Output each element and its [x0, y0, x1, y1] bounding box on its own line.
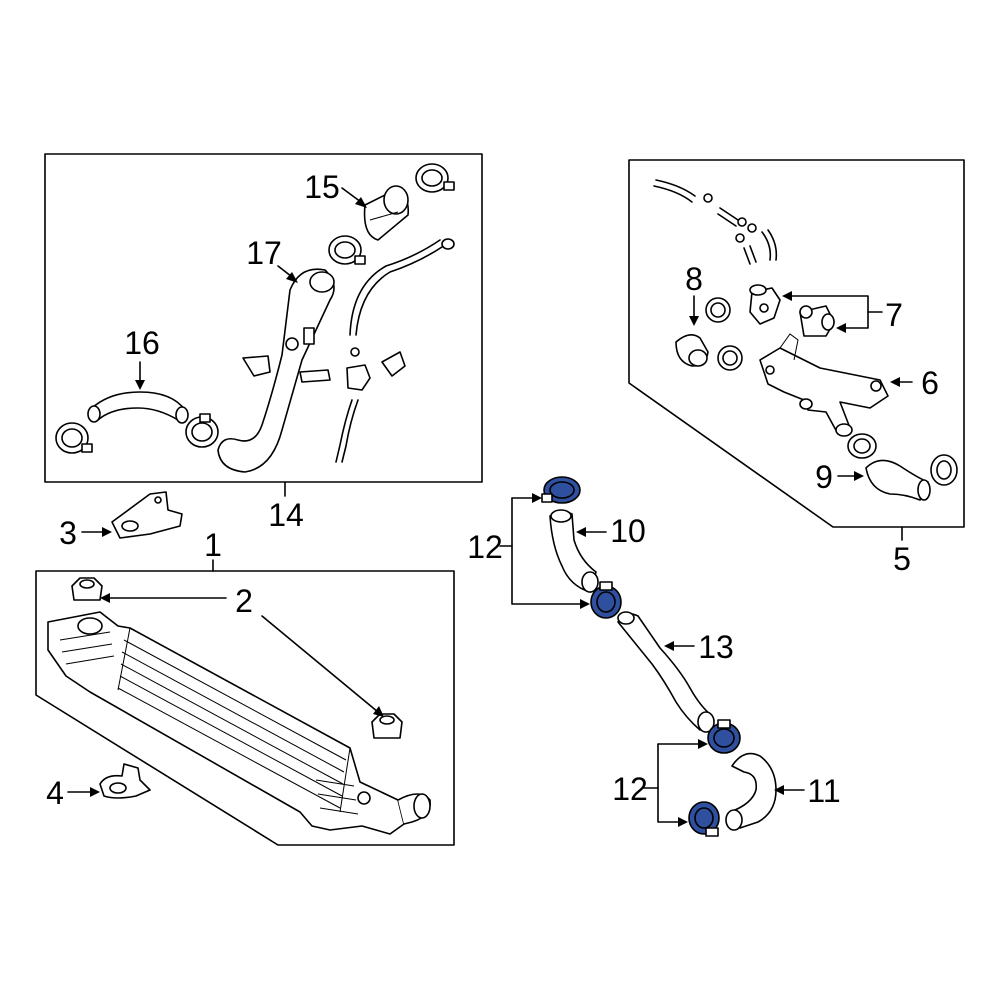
callout-3: 3 — [59, 515, 77, 551]
callout-13: 13 — [698, 629, 734, 665]
callout-2: 2 — [235, 583, 253, 619]
vacuum-line — [335, 238, 455, 463]
callout-5: 5 — [893, 541, 911, 577]
callout-17: 17 — [246, 235, 282, 271]
part-4-bracket[interactable] — [99, 763, 151, 799]
group-box-1 — [35, 570, 455, 846]
part-8-hose[interactable] — [675, 334, 709, 367]
clamp-top-right[interactable] — [415, 163, 455, 193]
coolant-hoses-small — [653, 179, 778, 265]
callout-12-upper: 12 — [467, 529, 503, 565]
clamp-12-a[interactable] — [541, 476, 581, 504]
callout-10: 10 — [610, 513, 646, 549]
clamp-8-top[interactable] — [705, 297, 731, 323]
clamp-16-right[interactable] — [185, 413, 219, 448]
clamp-12-b[interactable] — [590, 581, 622, 619]
part-7-fitting-b[interactable] — [799, 305, 835, 337]
part-17-pipe[interactable] — [217, 268, 335, 473]
callout-7: 7 — [885, 297, 903, 333]
part-3-bracket[interactable] — [111, 491, 183, 539]
leader-2b — [261, 615, 379, 713]
clamp-9-right[interactable] — [930, 454, 958, 486]
part-6-housing[interactable] — [759, 333, 889, 437]
callout-11: 11 — [807, 773, 840, 809]
leader-12a — [511, 497, 583, 605]
group-box-14 — [44, 153, 483, 483]
callout-4: 4 — [46, 775, 64, 811]
clamp-9-top[interactable] — [847, 433, 877, 459]
callout-8: 8 — [685, 261, 703, 297]
callout-1: 1 — [204, 527, 222, 563]
part-1-intercooler[interactable] — [47, 611, 431, 835]
part-10-hose[interactable] — [549, 509, 599, 593]
callout-6: 6 — [921, 365, 939, 401]
clamp-12-c[interactable] — [707, 719, 741, 754]
callout-9: 9 — [815, 459, 833, 495]
part-15-hose[interactable] — [363, 185, 410, 241]
part-2-nut-b[interactable] — [371, 713, 403, 739]
clamp-15-lower[interactable] — [328, 235, 366, 265]
part-9-hose[interactable] — [865, 459, 931, 501]
clamp-12-d[interactable] — [688, 801, 720, 837]
callout-12-lower: 12 — [612, 771, 648, 807]
callout-15: 15 — [304, 169, 340, 205]
part-2-nut-a[interactable] — [71, 577, 103, 601]
leader-12b — [657, 743, 681, 823]
part-11-hose[interactable] — [725, 752, 777, 831]
part-13-pipe[interactable] — [617, 611, 715, 733]
callout-14: 14 — [268, 497, 304, 533]
clamp-8-bottom[interactable] — [717, 345, 743, 371]
part-7-fitting-a[interactable] — [749, 284, 781, 325]
part-16-hose[interactable] — [87, 391, 189, 424]
callout-16: 16 — [124, 325, 160, 361]
clamp-16-left[interactable] — [55, 422, 93, 454]
group-box-5 — [628, 159, 965, 528]
